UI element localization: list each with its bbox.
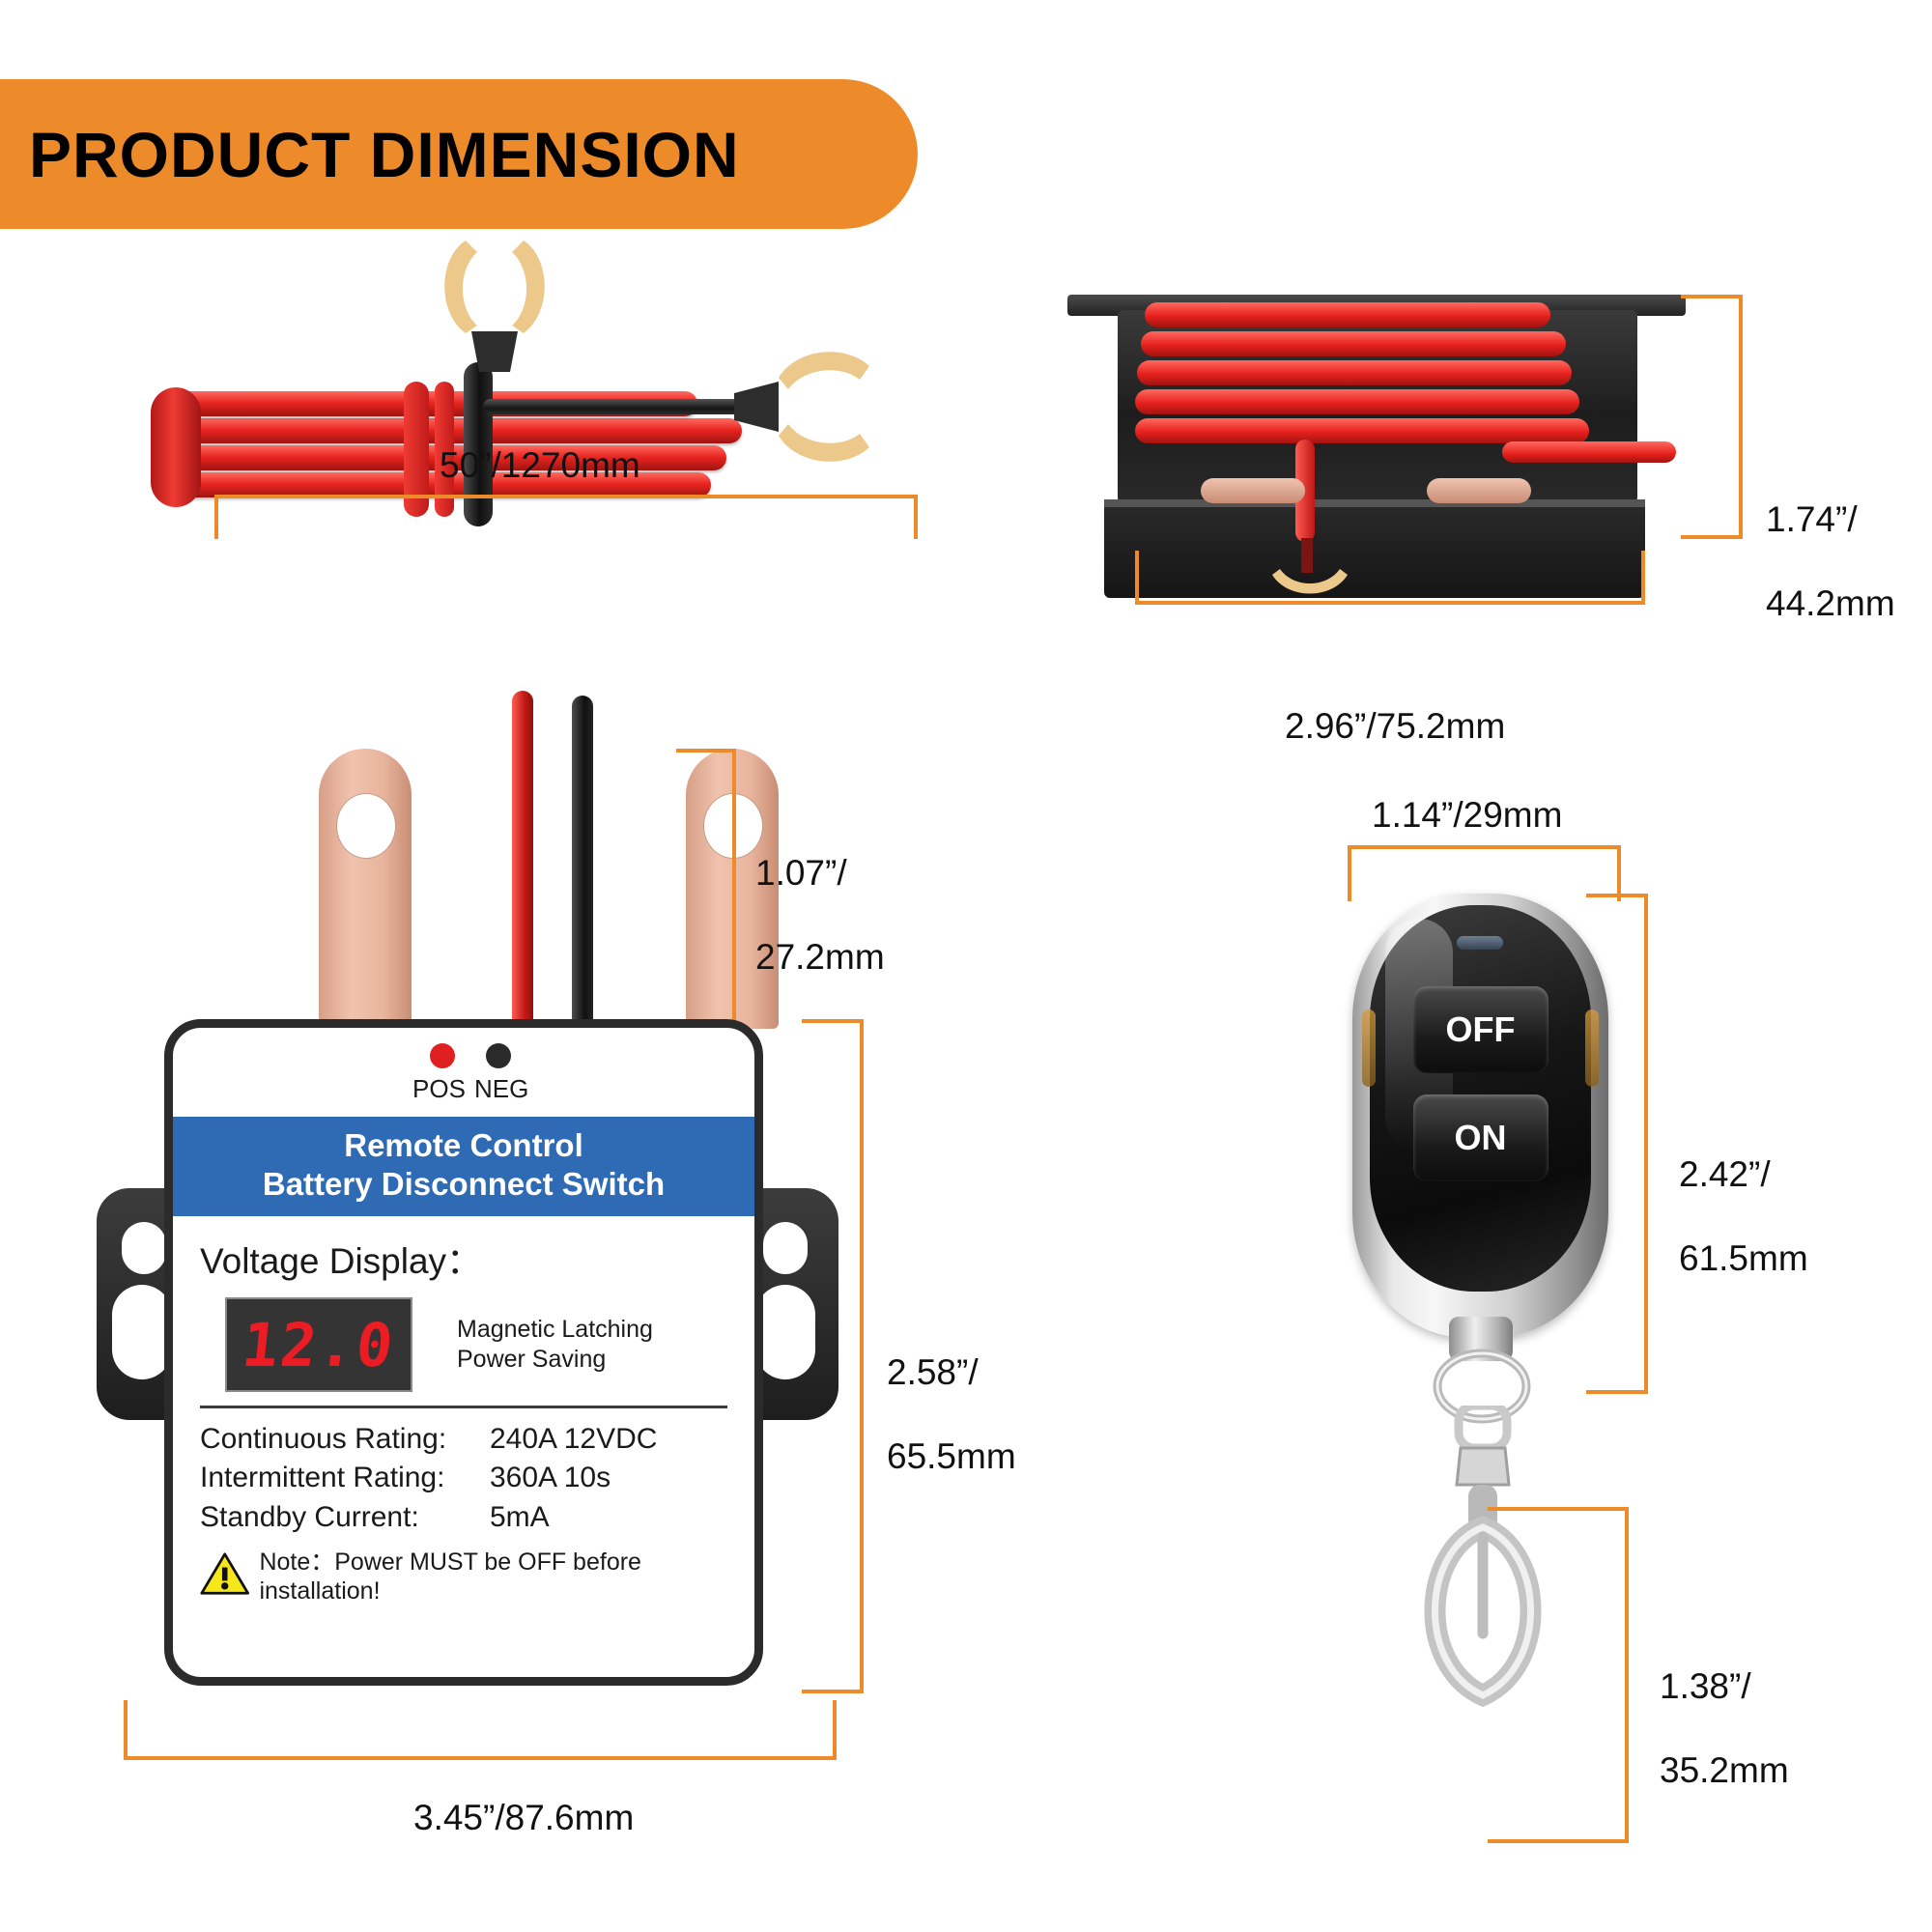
table-row: Continuous Rating: 240A 12VDC	[200, 1420, 727, 1459]
voltage-led-panel: 12.0	[225, 1297, 412, 1393]
wire-harness-illustration	[145, 241, 879, 536]
fork-terminal-icon	[444, 241, 545, 372]
remote-status-led	[1457, 936, 1503, 950]
rating-value: 5mA	[490, 1500, 550, 1533]
dimension-label-wire-length: 50”/1270mm	[440, 445, 640, 485]
dimension-bracket-remote-height	[1586, 894, 1648, 1394]
dim-line-2: 61.5mm	[1679, 1237, 1808, 1278]
dimension-label-keyring-height: 1.38”/ 35.2mm	[1660, 1623, 1789, 1792]
remote-off-label: OFF	[1445, 1009, 1516, 1049]
dimension-label-device-width: 2.96”/75.2mm	[1285, 706, 1506, 746]
key-ring-icon	[1433, 1349, 1531, 1424]
voltage-display-label: Voltage Display：	[200, 1241, 483, 1282]
dimension-bracket-device-width	[1135, 551, 1645, 605]
dim-line-2: 27.2mm	[755, 936, 885, 977]
warning-note: Note：Power MUST be OFF before installati…	[200, 1543, 727, 1605]
header-banner: PRODUCT DIMENSION	[0, 79, 918, 229]
divider	[200, 1406, 727, 1409]
dim-line-1: 1.74”/	[1766, 498, 1858, 539]
dimension-bracket-keyring-height	[1488, 1507, 1629, 1843]
rating-key: Continuous Rating:	[200, 1423, 447, 1456]
mounting-slot-left-2	[112, 1285, 172, 1379]
dimension-label-card-width: 3.45”/87.6mm	[413, 1798, 635, 1837]
voltage-value: 12.0	[239, 1309, 399, 1380]
card-title-line-2: Battery Disconnect Switch	[262, 1165, 666, 1202]
rating-key: Intermittent Rating:	[200, 1462, 445, 1494]
dim-line-2: 44.2mm	[1766, 582, 1895, 623]
remote-off-button[interactable]: OFF	[1412, 986, 1548, 1073]
pos-indicator-label: POS	[412, 1074, 466, 1103]
neg-indicator-led	[486, 1043, 511, 1068]
page-title: PRODUCT DIMENSION	[29, 118, 740, 190]
table-row: Intermittent Rating: 360A 10s	[200, 1459, 727, 1497]
dim-line-1: 2.42”/	[1679, 1153, 1771, 1194]
card-title-line-1: Remote Control	[344, 1127, 583, 1163]
dimension-bracket-terminal-height	[676, 749, 736, 1037]
dimension-bracket-remote-width	[1348, 845, 1621, 901]
remote-on-label: ON	[1454, 1118, 1507, 1157]
fork-terminal-icon	[734, 352, 869, 462]
dimension-label-terminal-height: 1.07”/ 27.2mm	[755, 810, 885, 979]
remote-on-button[interactable]: ON	[1412, 1094, 1548, 1181]
rating-value: 360A 10s	[490, 1462, 611, 1494]
neg-indicator-label: NEG	[474, 1074, 529, 1103]
dim-line-1: 1.38”/	[1660, 1665, 1751, 1706]
rating-key: Standby Current:	[200, 1500, 419, 1533]
remote-control-illustration: OFF ON	[1352, 894, 1608, 1708]
device-label-card: POS NEG Remote Control Battery Disconnec…	[164, 1019, 763, 1686]
card-title-bar: Remote Control Battery Disconnect Switch	[173, 1117, 754, 1217]
dim-line-1: 1.07”/	[755, 852, 847, 893]
mounting-slot-right	[763, 1222, 808, 1274]
dimension-label-card-height: 2.58”/ 65.5mm	[887, 1309, 1016, 1478]
dimension-label-device-height: 1.74”/ 44.2mm	[1766, 456, 1895, 625]
warning-note-text: Note：Power MUST be OFF before installati…	[259, 1548, 641, 1605]
dimension-bracket-card-height	[802, 1019, 864, 1693]
rating-value: 240A 12VDC	[490, 1423, 658, 1456]
pos-indicator-led	[430, 1043, 455, 1068]
device-top-view-illustration	[1067, 285, 1686, 662]
fork-terminal-icon	[1272, 569, 1348, 594]
dimension-label-remote-height: 2.42”/ 61.5mm	[1679, 1111, 1808, 1280]
lobster-clasp-icon	[1424, 1406, 1542, 1708]
dim-line-1: 2.58”/	[887, 1351, 979, 1392]
dim-line-2: 65.5mm	[887, 1435, 1016, 1476]
feature-note: Magnetic Latching Power Saving	[457, 1315, 653, 1374]
warning-triangle-icon	[200, 1552, 249, 1595]
dimension-bracket-wire-length	[214, 495, 918, 539]
dimension-label-remote-width: 1.14”/29mm	[1372, 795, 1563, 835]
dimension-bracket-device-height	[1681, 295, 1743, 539]
mounting-slot-left	[122, 1222, 166, 1274]
mounting-slot-right-2	[755, 1285, 815, 1379]
dimension-bracket-card-width	[124, 1700, 837, 1760]
dim-line-2: 35.2mm	[1660, 1749, 1789, 1790]
table-row: Standby Current: 5mA	[200, 1498, 727, 1537]
